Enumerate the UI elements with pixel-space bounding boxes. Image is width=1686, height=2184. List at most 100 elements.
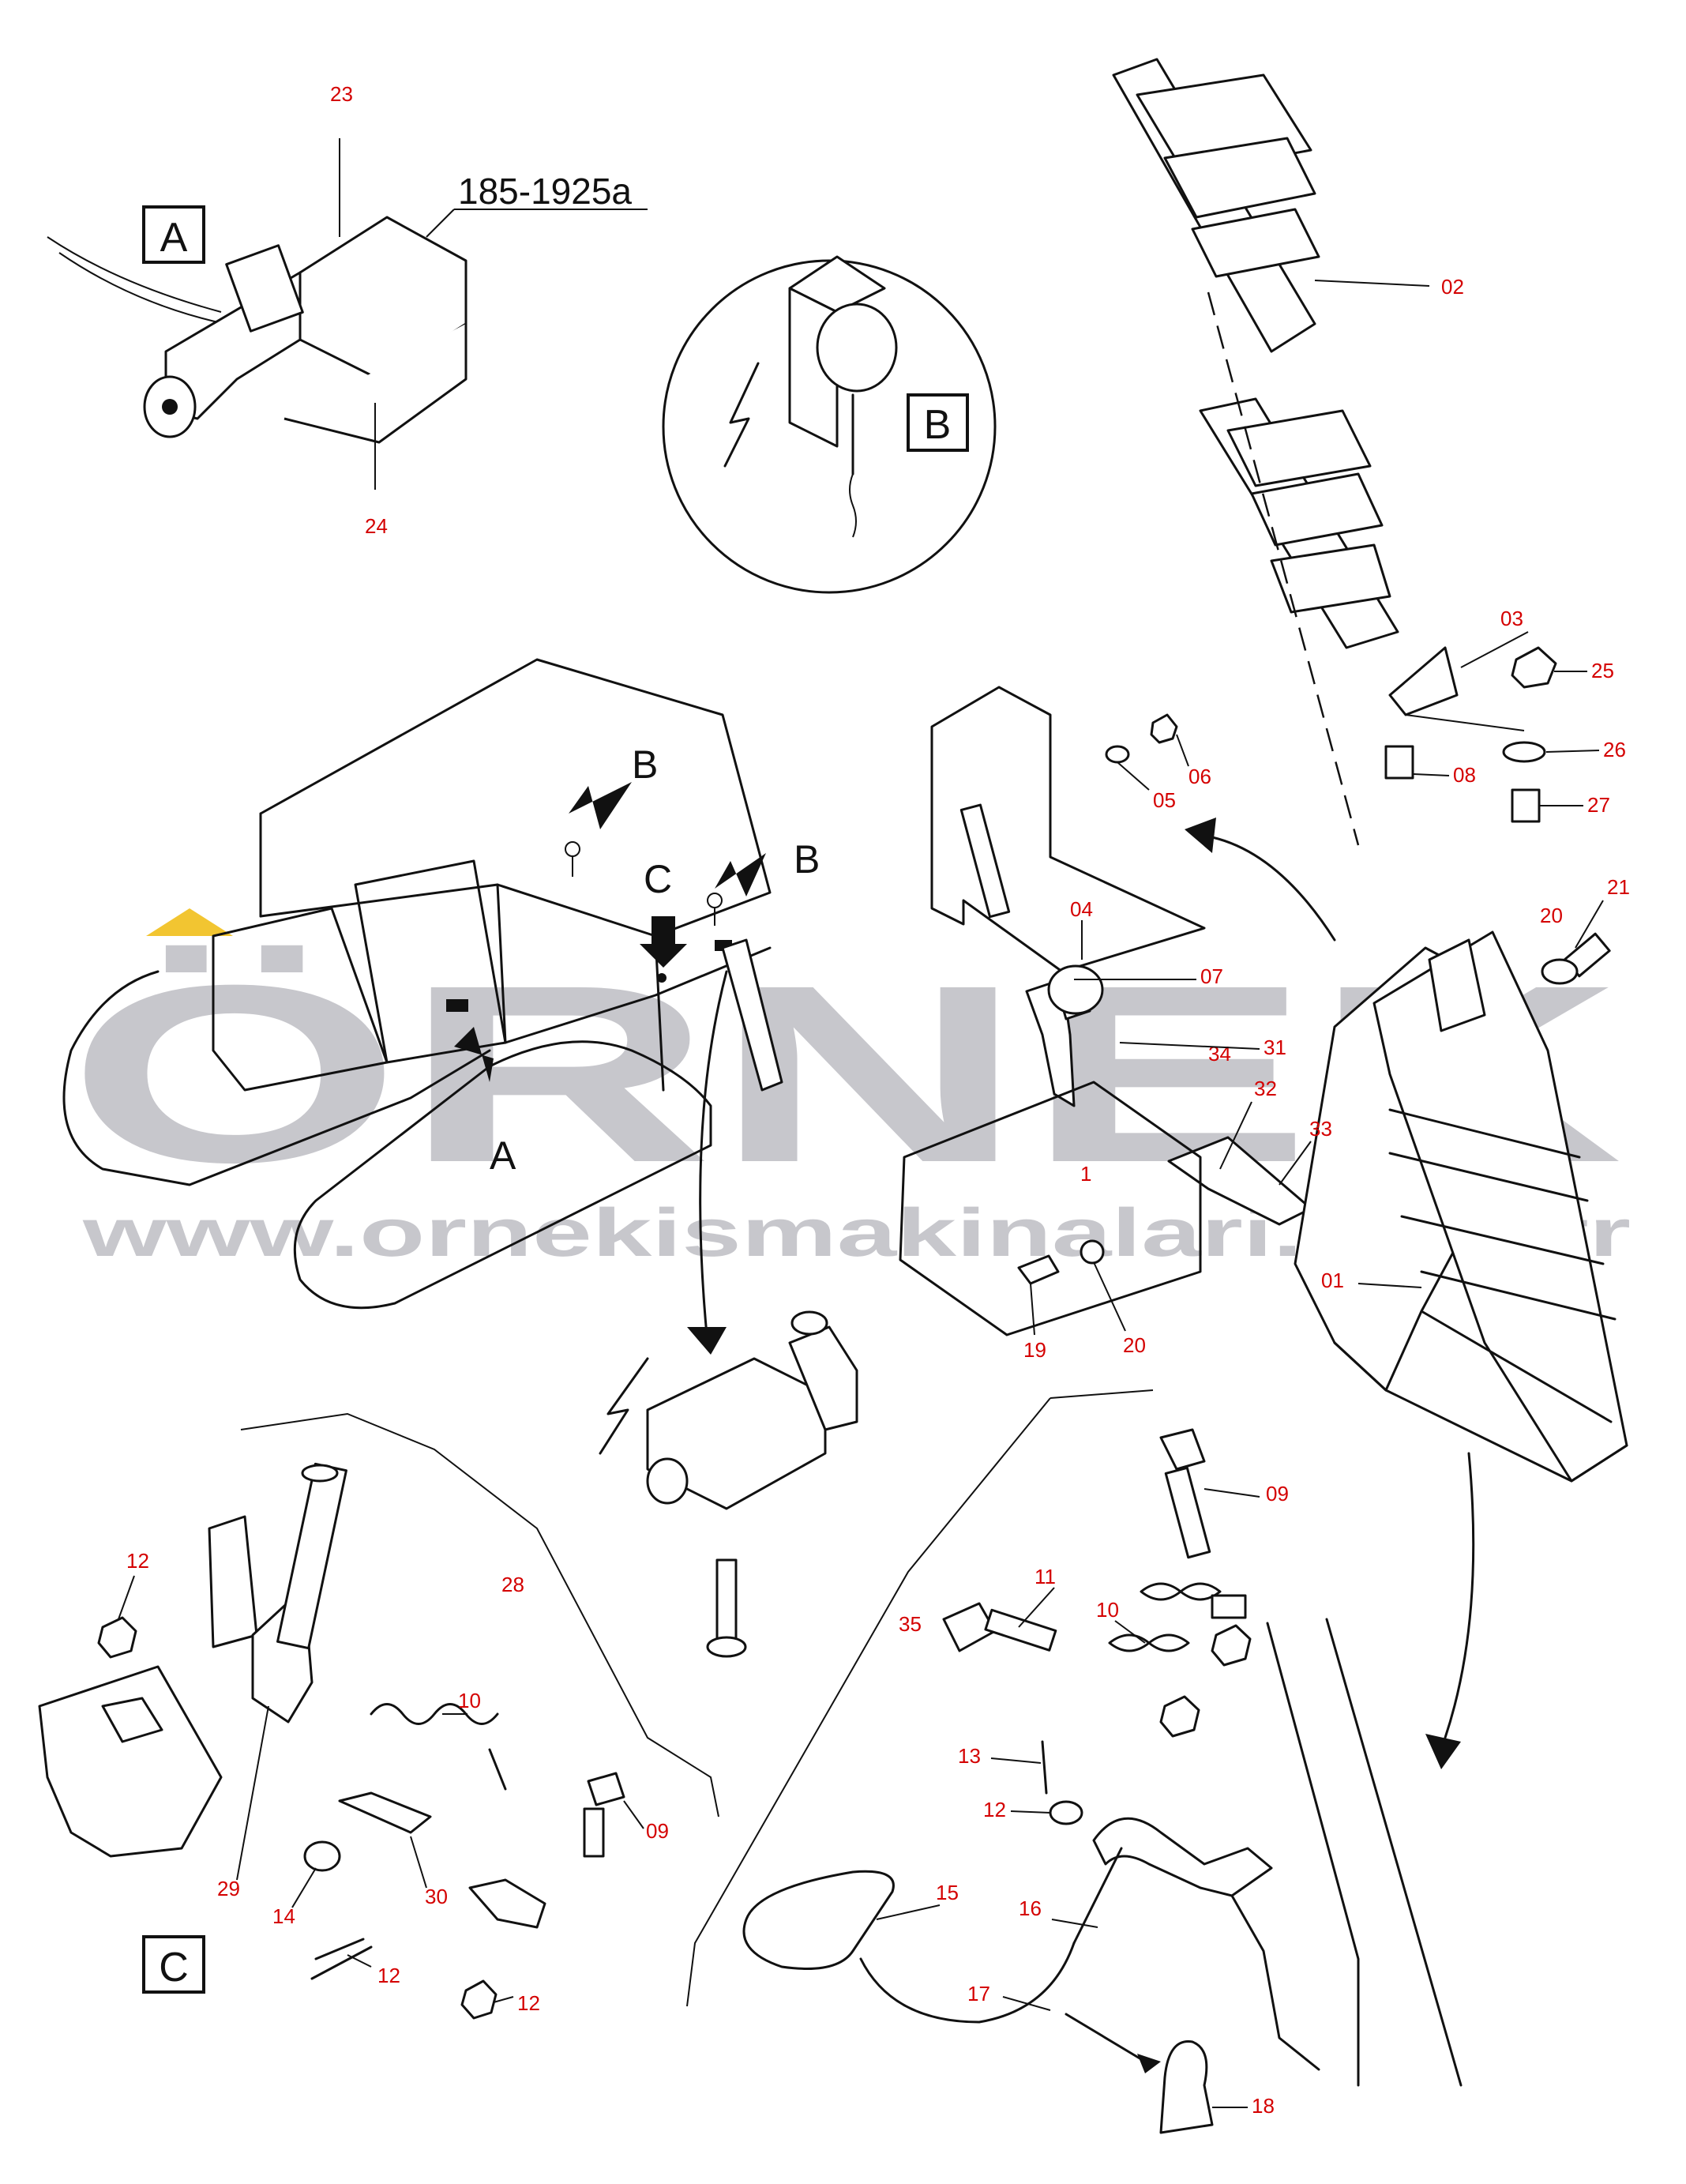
limit-switch (599, 1310, 858, 1658)
connector-plug-icon (225, 244, 304, 333)
part-label: 11 (1035, 1565, 1056, 1588)
washer-05-icon (1105, 745, 1130, 764)
part-label: 07 (1200, 964, 1223, 988)
arrow-b2-icon (715, 853, 766, 897)
bolt-09-head-icon (1159, 1428, 1206, 1471)
padlock-18-icon (1159, 2040, 1214, 2134)
upper-structure (259, 658, 772, 938)
part-label: 20 (1123, 1333, 1146, 1357)
washer-20a-icon (1541, 958, 1579, 985)
bracket-03 (1388, 646, 1459, 716)
part-label: 05 (1153, 788, 1176, 812)
part-label: 32 (1254, 1077, 1277, 1100)
part-label: 02 (1441, 275, 1464, 299)
washer-14-icon (303, 1840, 341, 1872)
part-label: 27 (1587, 793, 1610, 817)
arrow-a-icon (454, 1027, 494, 1082)
bolt-09b-icon (587, 1772, 625, 1806)
part-label: 25 (1591, 659, 1614, 682)
plate-32 (1167, 1136, 1312, 1226)
arrow-down-icon (687, 1327, 727, 1355)
part-label: 12 (517, 1991, 540, 2015)
spring-10b-icon (370, 1703, 499, 1725)
nut-12c-icon (97, 1616, 137, 1659)
part-label: 26 (1603, 738, 1626, 761)
detail-b-inset (662, 255, 997, 594)
part-label: 31 (1264, 1036, 1286, 1059)
electric-bolt-icon (723, 362, 760, 468)
view-box-c (142, 1935, 205, 1994)
part-label: 08 (1453, 763, 1476, 787)
cotter-pin-12-icon (310, 1938, 373, 1980)
arrow-c-icon (640, 916, 687, 968)
part-label: 12 (377, 1964, 400, 1987)
switch-plunger-icon (646, 1457, 689, 1505)
nut-12d-icon (460, 1979, 498, 2020)
part-label: 03 (1500, 607, 1523, 630)
part-code: 185-1925a (458, 171, 632, 212)
cotter-pin-13-icon (1041, 1740, 1048, 1795)
watermark-accent (146, 908, 233, 936)
washer-26-icon (1502, 741, 1546, 763)
excavator-body (62, 658, 783, 1310)
arrow-label-a: A (490, 1133, 516, 1178)
view-label-a: A (160, 215, 188, 261)
detail-c-latch (38, 1412, 719, 2020)
washer-12-icon (1049, 1800, 1083, 1825)
part-label: 04 (1070, 897, 1093, 921)
view-box-a (142, 205, 205, 264)
part-label: 12 (983, 1798, 1006, 1821)
part-label: 09 (1266, 1482, 1289, 1505)
detail-a-solenoid-valve (47, 138, 648, 490)
valve-location-a (446, 999, 468, 1012)
track-left (62, 970, 491, 1186)
arrow-label-b2: B (794, 837, 820, 881)
lever-16 (1092, 1817, 1273, 1897)
spring-10-icon (1140, 1582, 1222, 1601)
lever-mechanism (742, 1428, 1463, 2134)
part-label: 23 (330, 82, 353, 106)
part-label: 13 (958, 1744, 981, 1768)
part-label: 24 (365, 514, 388, 538)
view-label-c: C (159, 1945, 189, 1990)
mount-plate (930, 686, 1206, 973)
part-label: 09 (646, 1819, 669, 1843)
bolt-pin-icon (101, 1697, 163, 1743)
switch-body (646, 1357, 827, 1510)
ladder-stowed (721, 938, 783, 1092)
bolt-27-icon (1511, 788, 1541, 823)
part-label: 21 (1607, 875, 1630, 899)
arrow-b1-icon (569, 782, 632, 829)
arrow-down-right-icon (1425, 1734, 1461, 1769)
arrow-to-lock-icon (1137, 2054, 1161, 2073)
switch-bolt (715, 1558, 738, 1648)
arrow-label-c: C (644, 857, 672, 901)
electric-bolt-icon-2 (599, 1357, 649, 1455)
frame-plate (899, 1081, 1202, 1336)
part-label: 10 (1096, 1598, 1119, 1622)
part-label: 14 (272, 1904, 295, 1928)
part-label: 33 (1309, 1117, 1332, 1141)
nut-12-icon (1159, 1695, 1200, 1738)
valve-base (284, 324, 467, 444)
part-label: 01 (1321, 1269, 1344, 1292)
nut-06-icon (1150, 713, 1178, 744)
part-label: 06 (1188, 765, 1211, 788)
view-box-b (907, 393, 969, 452)
track-right (293, 1040, 712, 1310)
cable-icon (47, 236, 226, 325)
latch-pawl (468, 1878, 546, 1929)
view-label-b: B (924, 402, 952, 448)
part-label: 10 (458, 1689, 481, 1712)
ladder-mount-assembly (899, 686, 1628, 1483)
latch-bracket (208, 1515, 258, 1648)
part-label: 17 (967, 1982, 990, 2005)
part-label: 30 (425, 1885, 448, 1908)
part-label: 20 (1540, 904, 1563, 927)
part-label: 28 (501, 1573, 524, 1596)
ladder-assembly (1112, 58, 1557, 846)
part-label: 15 (936, 1881, 959, 1904)
sensor-icon (816, 303, 898, 393)
